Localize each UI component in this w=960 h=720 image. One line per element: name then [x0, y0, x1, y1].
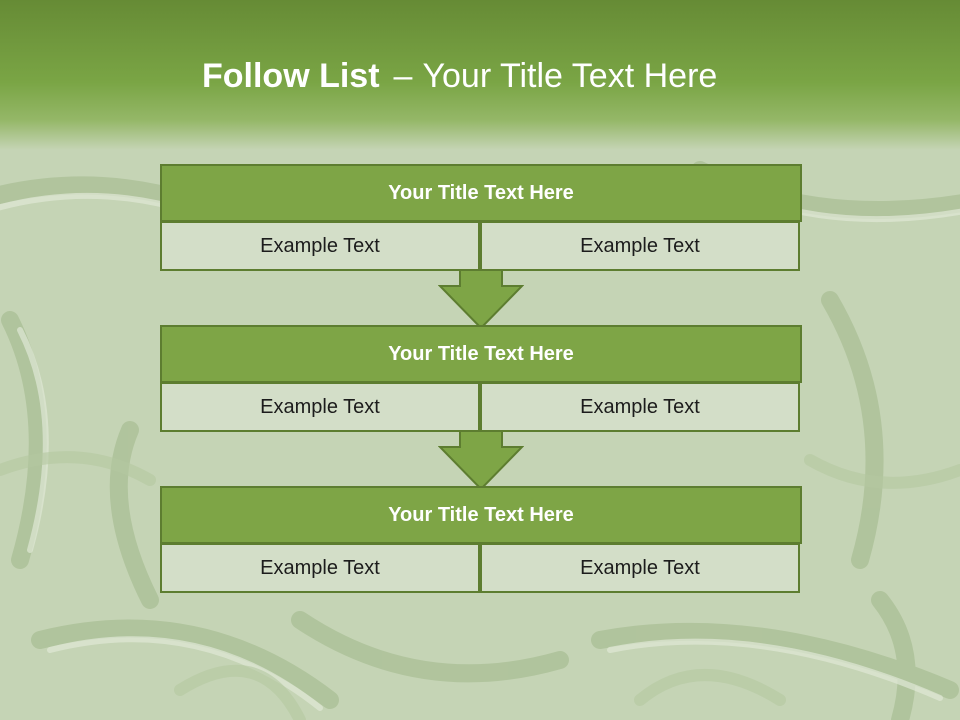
block-right-cell: Example Text	[480, 221, 800, 271]
down-arrow-icon	[438, 431, 524, 489]
block-right-cell: Example Text	[480, 382, 800, 432]
block-right-cell: Example Text	[480, 543, 800, 593]
block-title: Your Title Text Here	[160, 164, 802, 222]
slide-title-bold: Follow List	[202, 57, 380, 95]
list-block: Your Title Text Here Example Text Exampl…	[160, 164, 802, 272]
block-title: Your Title Text Here	[160, 486, 802, 544]
block-left-cell: Example Text	[160, 382, 480, 432]
slide-title-rest: Your Title Text Here	[422, 57, 718, 95]
block-left-cell: Example Text	[160, 221, 480, 271]
slide-title: Follow List–Your Title Text Here	[202, 54, 717, 98]
block-left-cell: Example Text	[160, 543, 480, 593]
block-title: Your Title Text Here	[160, 325, 802, 383]
list-block: Your Title Text Here Example Text Exampl…	[160, 486, 802, 594]
list-block: Your Title Text Here Example Text Exampl…	[160, 325, 802, 433]
header-band	[0, 0, 960, 150]
slide-title-separator: –	[393, 57, 413, 95]
down-arrow-icon	[438, 270, 524, 328]
